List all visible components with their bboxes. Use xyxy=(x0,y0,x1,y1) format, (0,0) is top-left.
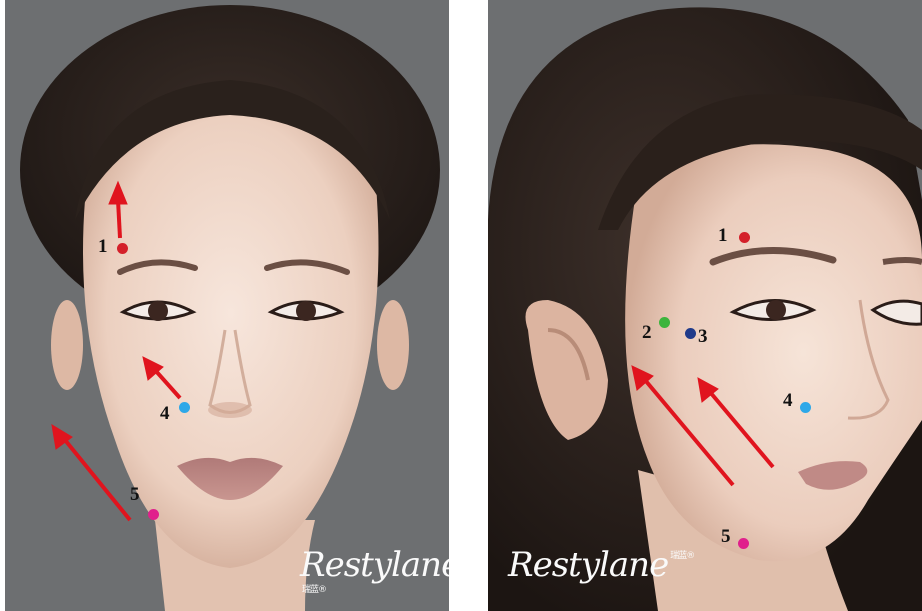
marker-label-4: 4 xyxy=(160,404,170,423)
marker-dot-2 xyxy=(659,317,670,328)
marker-dot-1 xyxy=(117,243,128,254)
marker-dot-5 xyxy=(738,538,749,549)
marker-label-5: 5 xyxy=(130,485,140,504)
marker-label-5: 5 xyxy=(721,527,731,546)
marker-label-2: 2 xyxy=(642,323,652,342)
marker-label-1: 1 xyxy=(98,237,108,256)
logo-sup: 瑞蓝® xyxy=(670,551,694,561)
marker-dot-1 xyxy=(739,232,750,243)
marker-label-1: 1 xyxy=(718,226,728,245)
logo-text: Restylane xyxy=(508,545,668,585)
logo-text: Restylane xyxy=(300,545,449,585)
marker-label-3: 3 xyxy=(698,327,708,346)
restylane-logo: Restylane瑞蓝® xyxy=(300,548,449,611)
front-view-panel: 1 4 5 Restylane瑞蓝® xyxy=(5,0,449,611)
marker-dot-3 xyxy=(685,328,696,339)
front-face-illustration xyxy=(5,0,449,611)
marker-dot-4 xyxy=(179,402,190,413)
marker-label-4: 4 xyxy=(783,391,793,410)
marker-dot-5 xyxy=(148,509,159,520)
logo-sup: 瑞蓝® xyxy=(302,585,326,595)
marker-dot-4 xyxy=(800,402,811,413)
side-face-illustration xyxy=(488,0,922,611)
